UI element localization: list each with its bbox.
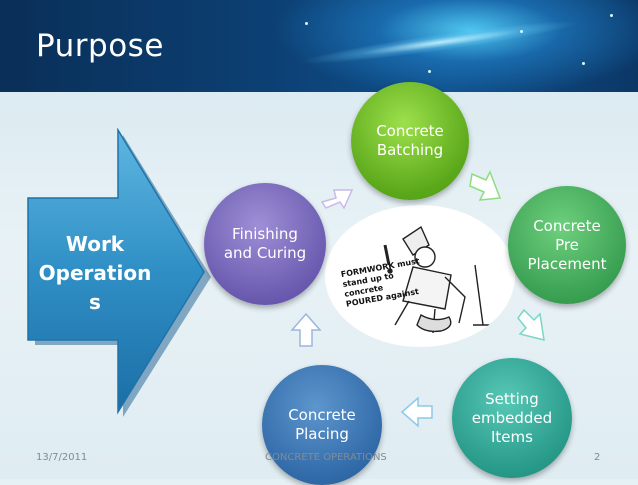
step-label-line: Concrete [376,122,444,140]
step-label-line: Setting [485,389,539,408]
work-operations-label: Work Operation s [28,230,162,317]
step-label-line: Placement [527,254,607,273]
header-star [610,14,613,17]
step-label-line: Concrete [533,216,601,235]
arrow-label-line: Work [65,232,125,256]
step-label-line: embedded [471,408,553,427]
slide-header: Purpose [0,0,638,92]
work-operations-arrow [27,128,211,417]
header-light-streak [237,0,638,92]
step-label-line: Finishing [232,225,298,243]
step-concrete-placing: Concrete Placing [262,365,382,485]
worker-cartoon: FORMWORK must stand up to concrete POURE… [325,205,515,347]
footer-date: 13/7/2011 [36,452,88,463]
step-label-line: Batching [376,141,444,159]
arrow-embedded-to-placing [400,396,433,428]
step-label-line: Concrete [288,406,356,424]
step-finishing-and-curing: Finishing and Curing [204,183,326,305]
step-concrete-batching: Concrete Batching [351,82,469,200]
step-label-line: Items [491,427,533,446]
arrow-finishing-to-batching [320,189,354,210]
header-star [520,30,523,33]
step-label-line: Placing [295,425,349,443]
step-label-line: Pre [555,235,579,254]
footer-title: CONCRETE OPERATIONS [265,452,387,463]
footer-page-number: 2 [594,452,601,463]
header-star [305,22,308,25]
header-star [428,70,431,73]
worker-cartoon-drawing [383,225,491,334]
arrow-label-line: s [89,290,101,314]
arrow-placing-to-finishing [290,312,322,347]
step-setting-embedded-items: Setting embedded Items [452,358,572,478]
arrow-preplacement-to-embedded [517,308,545,342]
arrow-label-line: Operation [38,261,152,285]
step-label-line: and Curing [223,244,307,262]
slide-title: Purpose [36,28,164,64]
arrow-batching-to-preplacement [469,170,502,201]
step-concrete-pre-placement: Concrete Pre Placement [508,186,626,304]
header-star [582,62,585,65]
